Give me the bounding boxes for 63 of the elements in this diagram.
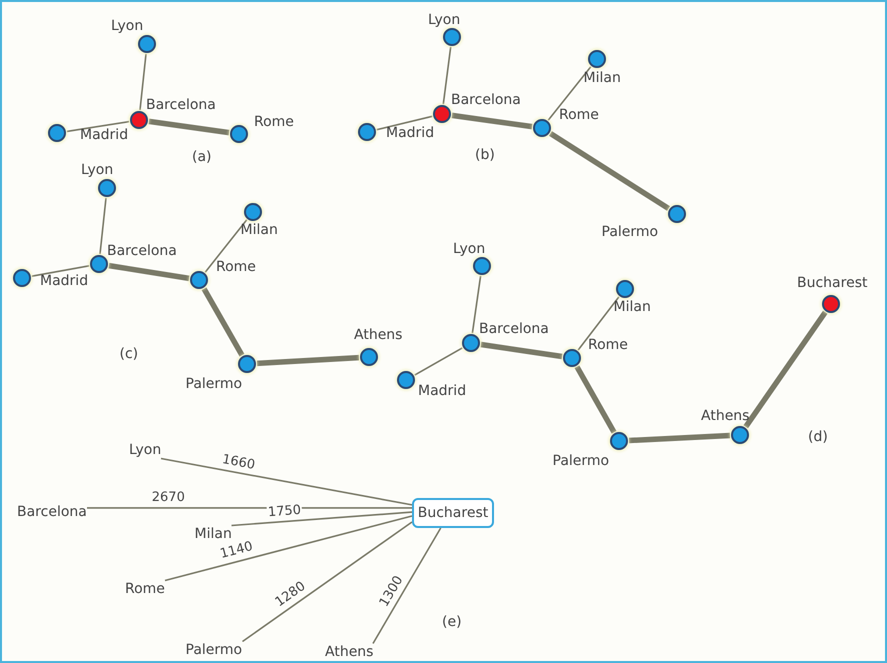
city-label: Madrid: [40, 272, 88, 290]
panel-label: (e): [442, 614, 462, 630]
connector-line: [472, 276, 482, 334]
city-label: Rome: [588, 336, 628, 354]
connector-line: [376, 116, 432, 130]
city-label: Lyon: [129, 442, 162, 458]
city-label: Madrid: [386, 124, 434, 142]
thick-route-line: [256, 354, 360, 366]
connector-line: [372, 528, 442, 644]
city-label: Palermo: [186, 376, 242, 392]
connector-line: [87, 507, 412, 509]
city-label: Rome: [216, 258, 256, 276]
connector-line: [442, 46, 452, 104]
connector-line: [577, 296, 620, 351]
thick-route-line: [108, 262, 190, 282]
city-label: Milan: [240, 222, 278, 238]
city-label: Barcelona: [479, 320, 549, 338]
city-label: Palermo: [186, 642, 242, 658]
city-label: Athens: [325, 644, 374, 660]
city-label: Athens: [701, 408, 750, 424]
city-label: Madrid: [80, 126, 128, 144]
thick-route-line: [548, 131, 670, 211]
thick-route-line: [628, 432, 730, 444]
connector-line: [548, 66, 592, 121]
city-label: Palermo: [552, 452, 610, 470]
connector-line: [32, 265, 90, 277]
connector-line: [242, 521, 412, 642]
city-label: Rome: [559, 106, 599, 124]
city-label: Barcelona: [17, 504, 87, 520]
city-label: Barcelona: [146, 96, 216, 114]
connector-line: [414, 347, 463, 376]
panel-label: (b): [475, 147, 495, 163]
connector-line: [99, 198, 107, 254]
city-label: Milan: [584, 70, 621, 86]
thick-route-line: [452, 112, 532, 130]
city-box: Bucharest: [412, 498, 494, 528]
connector-line: [139, 54, 147, 110]
thick-route-line: [148, 118, 230, 136]
city-label: Barcelona: [451, 92, 521, 108]
thick-route-line: [743, 310, 828, 428]
panel-label: (d): [808, 429, 828, 445]
connector-line: [160, 458, 412, 506]
city-label: Palermo: [602, 224, 658, 240]
city-label: Bucharest: [797, 274, 868, 292]
city-label: Lyon: [428, 12, 460, 28]
city-label: Athens: [354, 326, 402, 344]
thick-route-line: [202, 287, 244, 357]
connector-line: [204, 219, 248, 273]
thick-route-line: [574, 365, 616, 434]
panel-label: (c): [120, 346, 138, 362]
city-label: Barcelona: [107, 242, 177, 260]
city-label: Rome: [254, 114, 294, 130]
city-label: Lyon: [453, 240, 486, 258]
panel-label: (a): [192, 149, 212, 165]
city-label: Milan: [614, 298, 651, 316]
city-label: Lyon: [81, 162, 114, 178]
city-label: Rome: [125, 580, 165, 598]
connector-line: [164, 515, 412, 582]
thick-route-line: [480, 342, 562, 360]
connector-line: [231, 511, 412, 526]
city-label: Madrid: [418, 382, 466, 400]
city-label: Lyon: [111, 18, 144, 34]
connector-line: [66, 120, 130, 132]
